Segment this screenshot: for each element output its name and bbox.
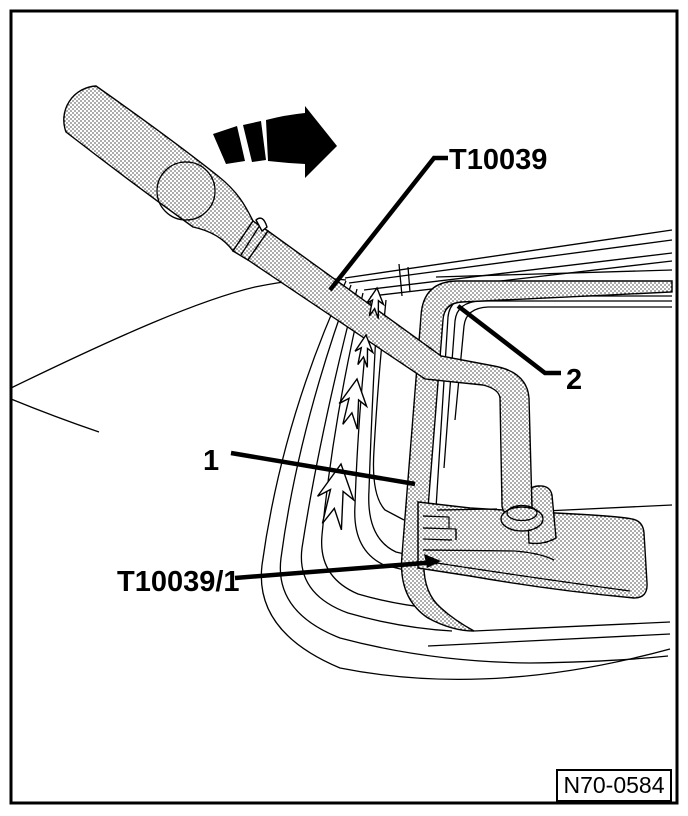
- up-chevron-icon: [365, 287, 385, 319]
- leader-t10039: [328, 155, 448, 292]
- figure-number-box: N70-0584: [556, 769, 672, 802]
- leader-arrowhead-icon: [424, 554, 441, 568]
- tool-foot-collar: [500, 506, 544, 532]
- callout-label-t10039: T10039: [449, 144, 547, 176]
- callout-label-t10039-1: T10039/1: [117, 566, 240, 598]
- leader-t10039-1: [234, 559, 438, 581]
- body-line-stub: [10, 398, 100, 433]
- tool-handle: [63, 85, 254, 253]
- direction-chevron-icons: [313, 287, 385, 531]
- leader-1: [230, 450, 416, 487]
- moulding-tip-line: [473, 621, 671, 632]
- mirror-base-plate: [417, 501, 648, 599]
- ferrule-lip: [255, 217, 268, 233]
- leader-2: [456, 304, 561, 376]
- ferrule-ring-line: [240, 224, 261, 256]
- callout-label-1: 1: [203, 445, 219, 477]
- rotation-arrow-icon: [213, 106, 337, 178]
- headliner-line: [544, 504, 673, 512]
- base-plate-details: [422, 508, 631, 592]
- figure-number: N70-0584: [563, 772, 664, 798]
- handle-end-ring: [156, 161, 216, 221]
- callout-label-2: 2: [566, 364, 582, 396]
- tool-foot-rim: [506, 504, 538, 522]
- tool-t10039: [63, 85, 544, 532]
- callout-leaders: [230, 155, 561, 581]
- up-chevron-icon: [353, 334, 375, 368]
- up-chevron-icon: [336, 377, 371, 430]
- up-chevron-icon: [313, 461, 359, 531]
